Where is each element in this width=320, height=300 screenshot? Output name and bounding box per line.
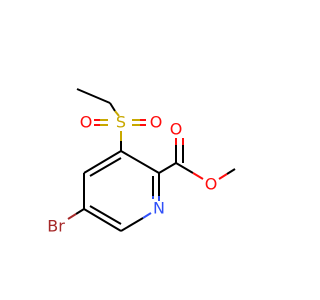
bond-c-o-ester-b [192,172,204,180]
molecule-diagram: S O O O O N Br [47,88,236,236]
atom-oxygen-ester: O [205,175,218,194]
bond-ethyl-ch2 [109,102,116,112]
bond-c6-c5 [83,208,122,232]
bond-c4-c3 [83,150,122,174]
atom-oxygen-carbonyl: O [170,120,183,139]
atom-nitrogen: N [153,199,165,218]
bond-ethyl-ch3 [76,88,111,104]
atom-oxygen-sulfonyl-right: O [150,113,163,132]
bond-o-ch3-b [226,168,236,175]
bond-c4-c3-inner [89,157,122,177]
bond-c-o-ester-a [175,162,194,174]
bond-o-ch3-a [218,173,228,180]
bond-c5-br-a [75,208,85,215]
structure-canvas: S O O O O N Br [47,88,236,236]
bond-ch2-s [114,110,120,117]
bond-n-c6-a [142,212,152,219]
atom-oxygen-sulfonyl-left: O [80,113,93,132]
bond-n-c6-b [120,217,144,232]
bond-c2-ccarbonyl [158,162,177,174]
bond-c3-c2 [120,150,160,174]
atom-bromine: Br [47,217,65,236]
bond-c6-c5-inner [89,205,122,225]
atom-sulfur: S [116,113,126,132]
bond-c5-br-b [67,213,77,220]
